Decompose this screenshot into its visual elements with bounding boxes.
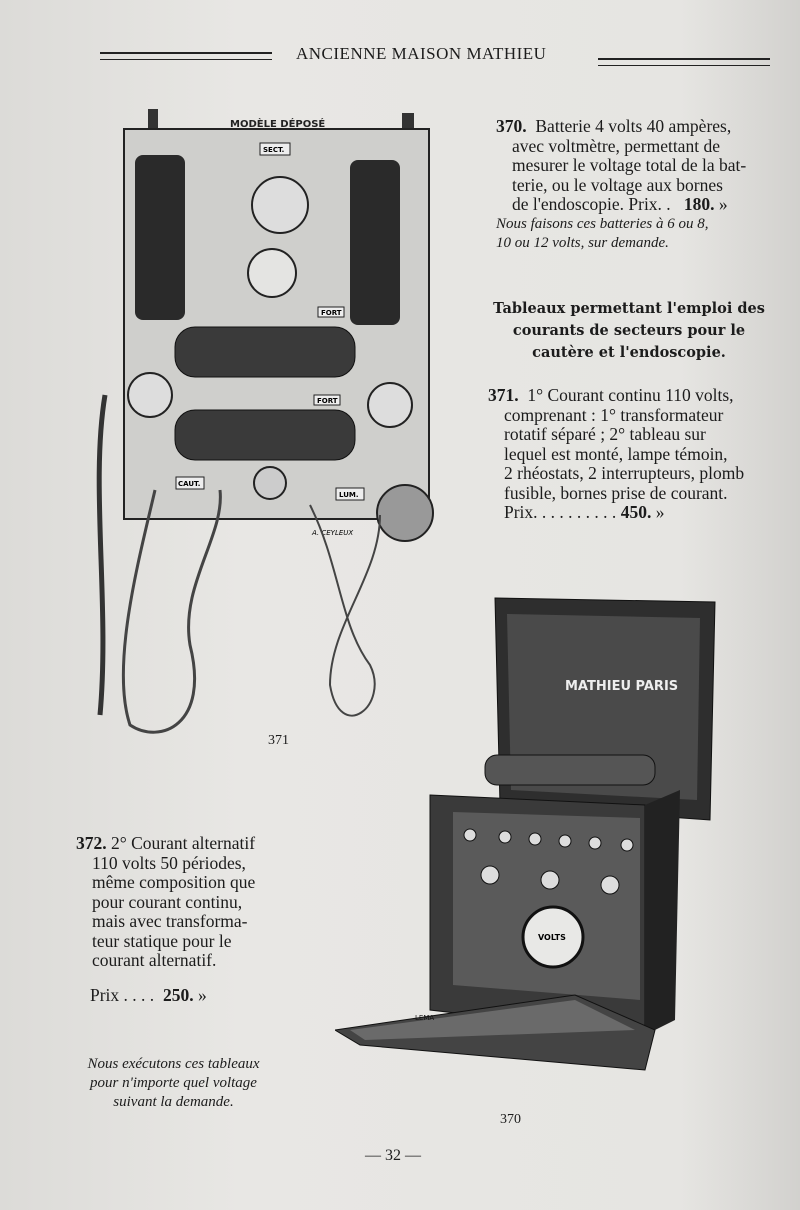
engraver-mark: LEMA bbox=[415, 1014, 434, 1022]
label-modele-depose: MODÈLE DÉPOSÉ bbox=[230, 117, 325, 130]
price-suffix: » bbox=[197, 984, 207, 1005]
label-fort-2: FORT bbox=[317, 397, 338, 405]
label-volts: VOLTS bbox=[538, 933, 566, 942]
page-number: — 32 — bbox=[365, 1147, 421, 1164]
item-372-note-line: suivant la demande. bbox=[113, 1094, 234, 1110]
item-370-number: 370. bbox=[496, 116, 527, 136]
figure-371-caption: 371 bbox=[268, 733, 289, 748]
item-370-note-line: Nous faisons ces batteries à 6 ou 8, bbox=[496, 215, 709, 232]
header-rule-left bbox=[100, 52, 272, 60]
item-371-number: 371. bbox=[488, 385, 519, 405]
item-371-line: rotatif séparé ; 2° tableau sur bbox=[504, 424, 706, 444]
item-372-line: 2° Courant alternatif bbox=[111, 833, 256, 853]
item-372-price: 250. bbox=[162, 984, 194, 1005]
item-370-line: terie, ou le voltage aux bornes bbox=[512, 174, 723, 195]
item-371-price-label: Prix. . . . . . . . . . bbox=[504, 502, 617, 522]
price-suffix: » bbox=[718, 194, 728, 214]
section-heading-line: Tableaux permettant l'emploi des bbox=[493, 300, 765, 317]
item-370-line: avec voltmètre, permettant de bbox=[512, 135, 720, 156]
item-371-line: fusible, bornes prise de courant. bbox=[504, 482, 728, 503]
item-371-price: 450. bbox=[620, 502, 652, 522]
item-370-note-line: 10 ou 12 volts, sur demande. bbox=[496, 234, 669, 251]
label-sect: SECT. bbox=[263, 146, 284, 154]
item-370-line: mesurer le voltage total de la bat- bbox=[512, 155, 747, 175]
item-370-price: 180. bbox=[683, 194, 715, 214]
figure-370-caption: 370 bbox=[500, 1112, 521, 1127]
header-title: ANCIENNE MAISON MATHIEU bbox=[296, 44, 547, 63]
section-heading: Tableaux permettant l'emploi des courant… bbox=[488, 298, 770, 364]
label-caut: CAUT. bbox=[178, 480, 200, 488]
label-mathieu-paris: MATHIEU PARIS bbox=[565, 679, 678, 694]
item-372-price-label: Prix . . . . bbox=[90, 984, 155, 1005]
item-372-line: teur statique pour le bbox=[92, 930, 232, 951]
item-372-number: 372. bbox=[76, 833, 107, 853]
item-372-note-line: Nous exécutons ces tableaux bbox=[87, 1056, 260, 1072]
header-rule-right bbox=[598, 58, 770, 66]
item-372-description: 372. 2° Courant alternatif 110 volts 50 … bbox=[76, 833, 276, 1005]
item-372-note: Nous exécutons ces tableaux pour n'impor… bbox=[66, 1055, 281, 1112]
engraver-signature: A. CEYLEUX bbox=[311, 529, 353, 537]
price-suffix: » bbox=[655, 502, 665, 522]
item-371-line: 1° Courant continu 110 volts, bbox=[527, 385, 734, 405]
section-heading-line: courants de secteurs pour le bbox=[512, 322, 746, 339]
item-371-line: comprenant : 1° transformateur bbox=[504, 404, 724, 425]
page-header: ANCIENNE MAISON MATHIEU bbox=[100, 44, 770, 72]
item-372-line: courant alternatif. bbox=[92, 950, 217, 970]
item-372-line: même composition que bbox=[92, 872, 256, 892]
figure-371-illustration: MODÈLE DÉPOSÉ SECT. FORT FORT CAUT. LUM.… bbox=[96, 109, 434, 734]
label-lum: LUM. bbox=[339, 491, 359, 499]
section-heading-line: cautère et l'endoscopie. bbox=[532, 344, 726, 361]
item-372-line: pour courant continu, bbox=[92, 891, 243, 912]
item-370-line: de l'endoscopie. Prix. . bbox=[512, 194, 671, 214]
item-372-note-line: pour n'importe quel voltage bbox=[90, 1075, 257, 1091]
item-371-line: 2 rhéostats, 2 interrupteurs, plomb bbox=[504, 463, 745, 483]
item-372-line: mais avec transforma- bbox=[92, 911, 248, 931]
item-371-description: 371. 1° Courant continu 110 volts, compr… bbox=[488, 385, 770, 523]
item-370-description: 370. Batterie 4 volts 40 ampères, avec v… bbox=[496, 116, 766, 253]
figure-370-illustration: MATHIEU PARIS VOLTS LEMA bbox=[335, 597, 716, 1071]
item-372-line: 110 volts 50 périodes, bbox=[92, 852, 246, 873]
item-370-line: Batterie 4 volts 40 ampères, bbox=[535, 116, 732, 136]
label-fort-1: FORT bbox=[321, 309, 342, 317]
item-371-line: lequel est monté, lampe témoin, bbox=[504, 443, 728, 464]
